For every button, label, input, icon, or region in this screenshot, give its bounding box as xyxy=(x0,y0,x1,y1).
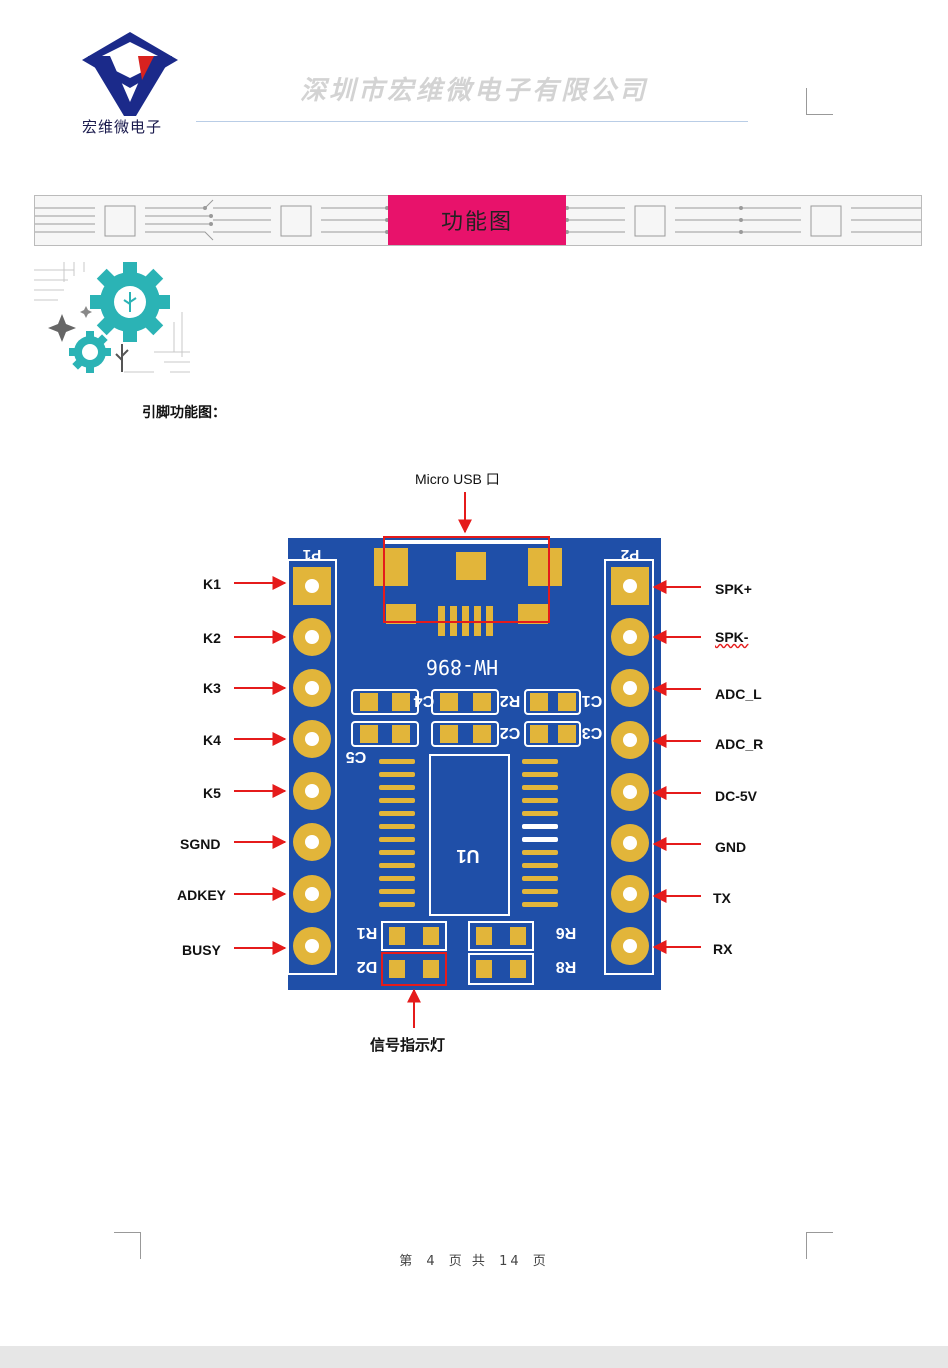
corner-mark xyxy=(806,88,833,115)
u1-label: U1 xyxy=(456,846,479,866)
pin-label-k3: K3 xyxy=(203,680,221,696)
page-suffix: 页 xyxy=(532,1254,549,1269)
u1-left-pads xyxy=(379,759,415,907)
pin-label-k4: K4 xyxy=(203,732,221,748)
smd-pads xyxy=(360,693,576,743)
window-bottom-bar xyxy=(0,1346,948,1368)
pin-label-dc5v: DC-5V xyxy=(715,788,758,804)
r1-label: R1 xyxy=(357,924,378,941)
pin-label-spk-plus: SPK+ xyxy=(715,581,752,597)
section-label: 引脚功能图： xyxy=(142,405,226,421)
header-divider xyxy=(196,121,748,122)
board-model: HW-896 xyxy=(426,655,498,679)
pin-label-k2: K2 xyxy=(203,630,221,646)
banner-title-text: 功能图 xyxy=(440,210,513,235)
u1-right-pads xyxy=(522,759,558,907)
p2-label: P2 xyxy=(621,546,639,563)
p2-header-outline xyxy=(604,559,654,975)
usb-icon xyxy=(115,344,129,372)
pin-label-adc-l: ADC_L xyxy=(715,686,762,702)
right-pin-arrows xyxy=(652,580,701,954)
corner-mark-bottom-left xyxy=(114,1232,141,1259)
d2-label: D2 xyxy=(357,958,378,975)
small-gear-icon xyxy=(69,331,111,373)
r6-label: R6 xyxy=(556,924,577,941)
indicator-caption: 信号指示灯 xyxy=(370,1036,446,1054)
pin-label-adkey: ADKEY xyxy=(177,887,227,903)
u1-outline xyxy=(429,754,510,916)
c5-label: C5 xyxy=(346,748,367,765)
pin-label-gnd: GND xyxy=(715,839,747,855)
total-pages: 14 xyxy=(499,1254,522,1269)
pin-label-k5: K5 xyxy=(203,785,221,801)
pin-label-adc-r: ADC_R xyxy=(715,736,764,752)
c1-label: C1 xyxy=(582,692,603,709)
indicator-highlight-box xyxy=(381,952,447,986)
pin-label-spk-minus: SPK- xyxy=(715,629,749,645)
page-mid: 页 共 xyxy=(448,1254,488,1269)
c2-label: C2 xyxy=(500,724,521,741)
company-logo xyxy=(82,32,178,116)
pin-label-k1: K1 xyxy=(203,576,221,592)
bottom-pads xyxy=(389,927,526,978)
large-gear-icon xyxy=(90,262,170,342)
sparkle-icon xyxy=(48,314,76,342)
page-prefix: 第 xyxy=(399,1254,416,1269)
c4-label: C4 xyxy=(414,692,435,709)
current-page: 4 xyxy=(426,1254,438,1269)
corner-mark-bottom-right xyxy=(806,1232,833,1259)
page-number: 第 4 页 共 14 页 xyxy=(0,1250,948,1269)
r2-label: R2 xyxy=(500,692,521,709)
pin-label-busy: BUSY xyxy=(182,942,221,958)
company-name: 深圳市宏维微电子有限公司 xyxy=(300,76,649,106)
usb-highlight-box xyxy=(383,536,550,623)
pcb-diagram: P1 P2 HW-896 xyxy=(234,492,701,1028)
r8-label: R8 xyxy=(556,958,577,975)
logo-text: 宏维微电子 xyxy=(82,118,163,136)
gears-illustration xyxy=(34,262,190,373)
pin-label-sgnd: SGND xyxy=(180,836,221,852)
pin-label-tx: TX xyxy=(713,890,731,906)
c3-label: C3 xyxy=(582,724,603,741)
banner-title: 功能图 xyxy=(388,195,566,245)
sparkle-small-icon xyxy=(80,306,92,318)
usb-label: Micro USB 口 xyxy=(415,471,500,487)
left-pin-arrows xyxy=(234,576,287,955)
p1-label: P1 xyxy=(303,546,321,563)
p1-header-outline xyxy=(287,559,337,975)
pin-label-rx: RX xyxy=(713,941,733,957)
circuit-pattern xyxy=(35,199,921,241)
